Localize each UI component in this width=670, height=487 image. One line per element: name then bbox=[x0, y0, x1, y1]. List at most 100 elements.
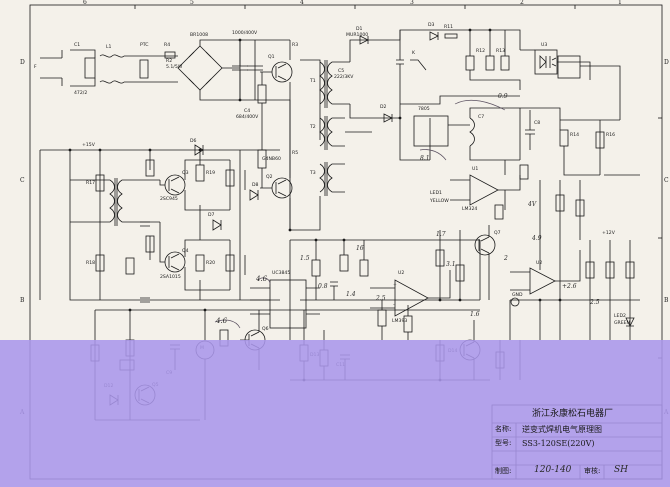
label-r3: R3 bbox=[292, 43, 299, 48]
label-c4-val: 684/400V bbox=[236, 115, 259, 120]
zone-label-side: C bbox=[664, 177, 669, 184]
handwritten-note: 4V bbox=[528, 201, 537, 208]
label-r11: R11 bbox=[444, 25, 454, 30]
handwritten-note: 3.1 bbox=[446, 261, 456, 268]
label-r19: R19 bbox=[206, 171, 216, 176]
label-rectifier: BR1008 bbox=[190, 33, 209, 38]
label-u2-part: LM393 bbox=[392, 319, 408, 324]
label-t1: T1 bbox=[310, 79, 316, 84]
handwritten-note: +2.6 bbox=[562, 283, 577, 290]
label-c8: C8 bbox=[534, 121, 541, 126]
handwritten-note: 1.5 bbox=[300, 255, 310, 262]
handwritten-note: 2.5 bbox=[590, 299, 600, 306]
label-d8: D8 bbox=[252, 183, 259, 188]
zone-label-top: 3 bbox=[410, 0, 414, 6]
label-q6: Q6 bbox=[262, 327, 269, 332]
label-q3: Q3 bbox=[182, 171, 189, 176]
label-7805: 7805 bbox=[418, 107, 430, 112]
label-r2-val: 5.1/5W bbox=[166, 65, 183, 70]
label-q2: Q2 bbox=[266, 175, 273, 180]
label-t2: T2 bbox=[310, 125, 316, 130]
handwritten-note: 4.9 bbox=[532, 235, 542, 242]
zone-label-side: B bbox=[664, 297, 669, 304]
label-u3-part: UC3845 bbox=[272, 271, 291, 276]
title-block-company: 浙江永康松石电器厂 bbox=[532, 409, 614, 419]
label-v12: +12V bbox=[602, 231, 615, 236]
label-r18: R18 bbox=[86, 261, 96, 266]
zone-label-top: 6 bbox=[83, 0, 87, 6]
handwritten-note: 4.6 bbox=[256, 275, 268, 283]
label-q1: Q1 bbox=[268, 55, 275, 60]
label-g4nb60: G4NB60 bbox=[262, 157, 281, 162]
label-r16: R16 bbox=[606, 133, 616, 138]
label-r14: R14 bbox=[570, 133, 580, 138]
label-plus: + bbox=[393, 283, 397, 288]
label-q4-part: 2SA1015 bbox=[160, 275, 181, 280]
label-mur: MUR1000 bbox=[346, 33, 369, 38]
zone-label-side: B bbox=[20, 297, 25, 304]
label-d6: D6 bbox=[190, 139, 197, 144]
label-opto: U3 bbox=[541, 43, 548, 48]
label-t3: T3 bbox=[310, 171, 316, 176]
label-gnd: GND bbox=[512, 293, 523, 298]
label-r12: R12 bbox=[476, 49, 486, 54]
handwritten-note: 1.4 bbox=[346, 291, 356, 298]
label-green: GREEN bbox=[614, 321, 630, 326]
label-u2b: U2 bbox=[536, 261, 543, 266]
label-u1-part: LM324 bbox=[462, 207, 478, 212]
label-led1: LED1 bbox=[430, 191, 442, 196]
label-r17: R17 bbox=[86, 181, 96, 186]
label-q4: Q4 bbox=[182, 249, 189, 254]
zone-label-side: C bbox=[20, 177, 25, 184]
label-c1: C1 bbox=[74, 43, 81, 48]
label-c5: C5 bbox=[338, 69, 345, 74]
label-r13: R13 bbox=[496, 49, 506, 54]
handwritten-note: 2.5 bbox=[376, 295, 386, 302]
title-block-drawn-value: 120-140 bbox=[534, 465, 572, 475]
label-u1: U1 bbox=[472, 167, 479, 172]
title-block-name-label: 名称: bbox=[495, 425, 512, 433]
title-block-check-label: 审核: bbox=[584, 467, 601, 475]
label-u2: U2 bbox=[398, 271, 405, 276]
handwritten-note: 16 bbox=[356, 245, 364, 252]
selection-highlight-overlay bbox=[0, 340, 670, 487]
label-d7: D7 bbox=[208, 213, 215, 218]
label-yellow: YELLOW bbox=[430, 199, 449, 204]
zone-label-top: 2 bbox=[520, 0, 524, 6]
handwritten-note: 0.8 bbox=[318, 283, 328, 290]
label-minus: - bbox=[393, 303, 395, 308]
label-c7: C7 bbox=[478, 115, 485, 120]
label-bulk-cap: 1000/400V bbox=[232, 31, 258, 36]
label-c4: C4 bbox=[244, 109, 251, 114]
title-block-name-value: 逆变式焊机电气原理图 bbox=[522, 425, 602, 434]
label-q7: Q7 bbox=[494, 231, 501, 236]
label-led2: LED2 bbox=[614, 314, 626, 319]
label-ptc: PTC bbox=[140, 43, 149, 48]
label-r2: R2 bbox=[166, 59, 173, 64]
label-d3: D3 bbox=[428, 23, 435, 28]
label-r5: R5 bbox=[292, 151, 299, 156]
label-fuse: F bbox=[34, 65, 37, 70]
handwritten-note: 2 bbox=[504, 255, 508, 262]
handwritten-note: 0.9 bbox=[498, 93, 508, 100]
label-r20: R20 bbox=[206, 261, 216, 266]
zone-label-side: D bbox=[664, 59, 669, 66]
label-c1-val: 472/2 bbox=[74, 91, 88, 96]
title-block-check-value: SH bbox=[614, 465, 629, 475]
handwritten-note: 1.6 bbox=[470, 311, 480, 318]
zone-label-top: 1 bbox=[618, 0, 622, 6]
handwritten-note: 4.6 bbox=[216, 317, 228, 325]
title-block-model-value: SS3-120SE(220V) bbox=[522, 439, 595, 448]
title-block-drawn-label: 制图: bbox=[495, 467, 512, 475]
label-q3-part: 2SC945 bbox=[160, 197, 178, 202]
label-vref: +15V bbox=[82, 143, 95, 148]
zone-label-top: 5 bbox=[190, 0, 194, 6]
handwritten-note: 1.7 bbox=[436, 231, 446, 238]
label-r4: R4 bbox=[164, 43, 171, 48]
zone-label-top: 4 bbox=[300, 0, 304, 6]
label-c5-val: 222/3KV bbox=[334, 75, 354, 80]
label-relay: K bbox=[412, 51, 416, 56]
title-block-model-label: 型号: bbox=[495, 439, 512, 447]
label-d1: D1 bbox=[356, 27, 363, 32]
label-l1: L1 bbox=[106, 45, 112, 50]
